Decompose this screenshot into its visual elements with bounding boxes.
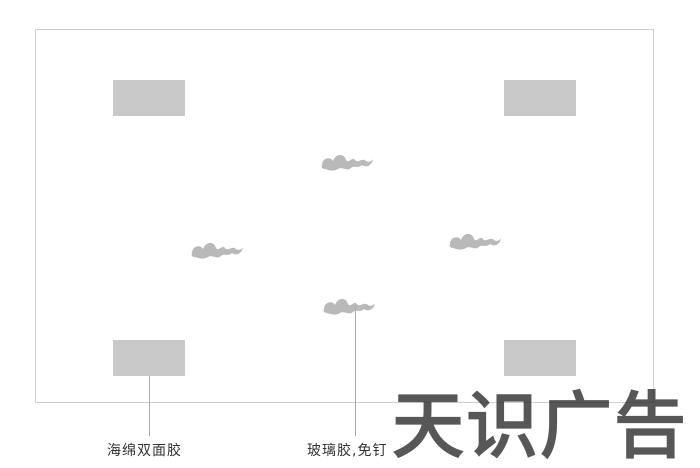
sponge-tape-pad-bottom-left bbox=[113, 340, 185, 376]
sponge-tape-pad-top-right bbox=[504, 80, 576, 116]
glass-glue-leader-line bbox=[355, 308, 356, 436]
sponge-tape-leader-line bbox=[149, 376, 150, 436]
sponge-tape-pad-top-left bbox=[113, 80, 185, 116]
glass-glue-blob-bottom bbox=[323, 298, 375, 315]
glass-glue-label: 玻璃胶,免钉 bbox=[307, 443, 388, 459]
glass-glue-blob-right bbox=[449, 233, 501, 250]
glass-glue-blob-left bbox=[191, 242, 243, 259]
sponge-tape-pad-bottom-right bbox=[504, 340, 576, 376]
glass-glue-blob-top bbox=[321, 154, 373, 171]
brand-watermark: 天识广告 bbox=[392, 384, 689, 468]
sponge-tape-label: 海绵双面胶 bbox=[107, 443, 182, 459]
